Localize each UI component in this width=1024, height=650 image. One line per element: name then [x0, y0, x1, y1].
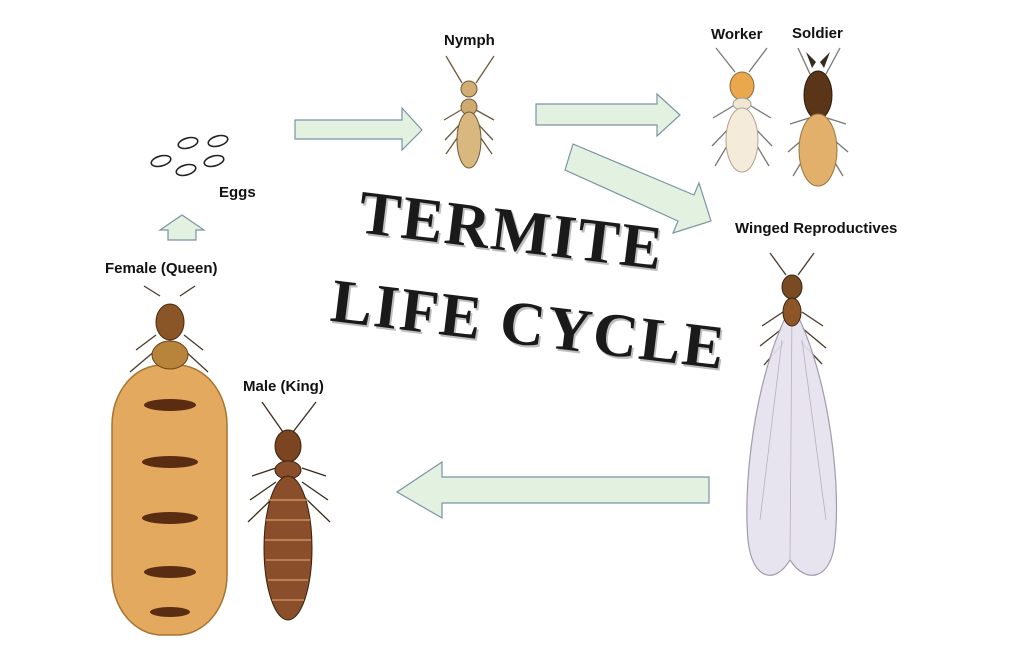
soldier-illustration	[787, 47, 849, 187]
queen-illustration	[111, 285, 228, 636]
eggs-illustration	[150, 134, 229, 177]
worker-illustration	[711, 47, 773, 173]
arrow-queen-to-eggs	[158, 214, 206, 241]
label-nymph: Nymph	[444, 32, 495, 49]
arrows	[158, 92, 712, 520]
egg-icon	[203, 154, 225, 168]
arrow-nymph-to-winged	[564, 143, 712, 234]
arrow-winged-to-king	[395, 460, 710, 520]
egg-icon	[207, 134, 229, 148]
winged-reproductive-illustration	[746, 252, 838, 576]
label-winged-reproductives: Winged Reproductives	[735, 220, 898, 237]
nymph-illustration	[443, 55, 495, 169]
label-soldier: Soldier	[792, 25, 843, 42]
label-worker: Worker	[711, 26, 763, 43]
label-female-queen: Female (Queen)	[105, 260, 218, 277]
egg-icon	[175, 163, 197, 177]
egg-icon	[150, 154, 172, 168]
egg-icon	[177, 136, 199, 150]
king-illustration	[247, 401, 331, 621]
label-male-king: Male (King)	[243, 378, 324, 395]
label-eggs: Eggs	[219, 184, 256, 201]
arrow-eggs-to-nymph	[294, 106, 423, 152]
arrow-nymph-to-worker	[535, 92, 681, 138]
